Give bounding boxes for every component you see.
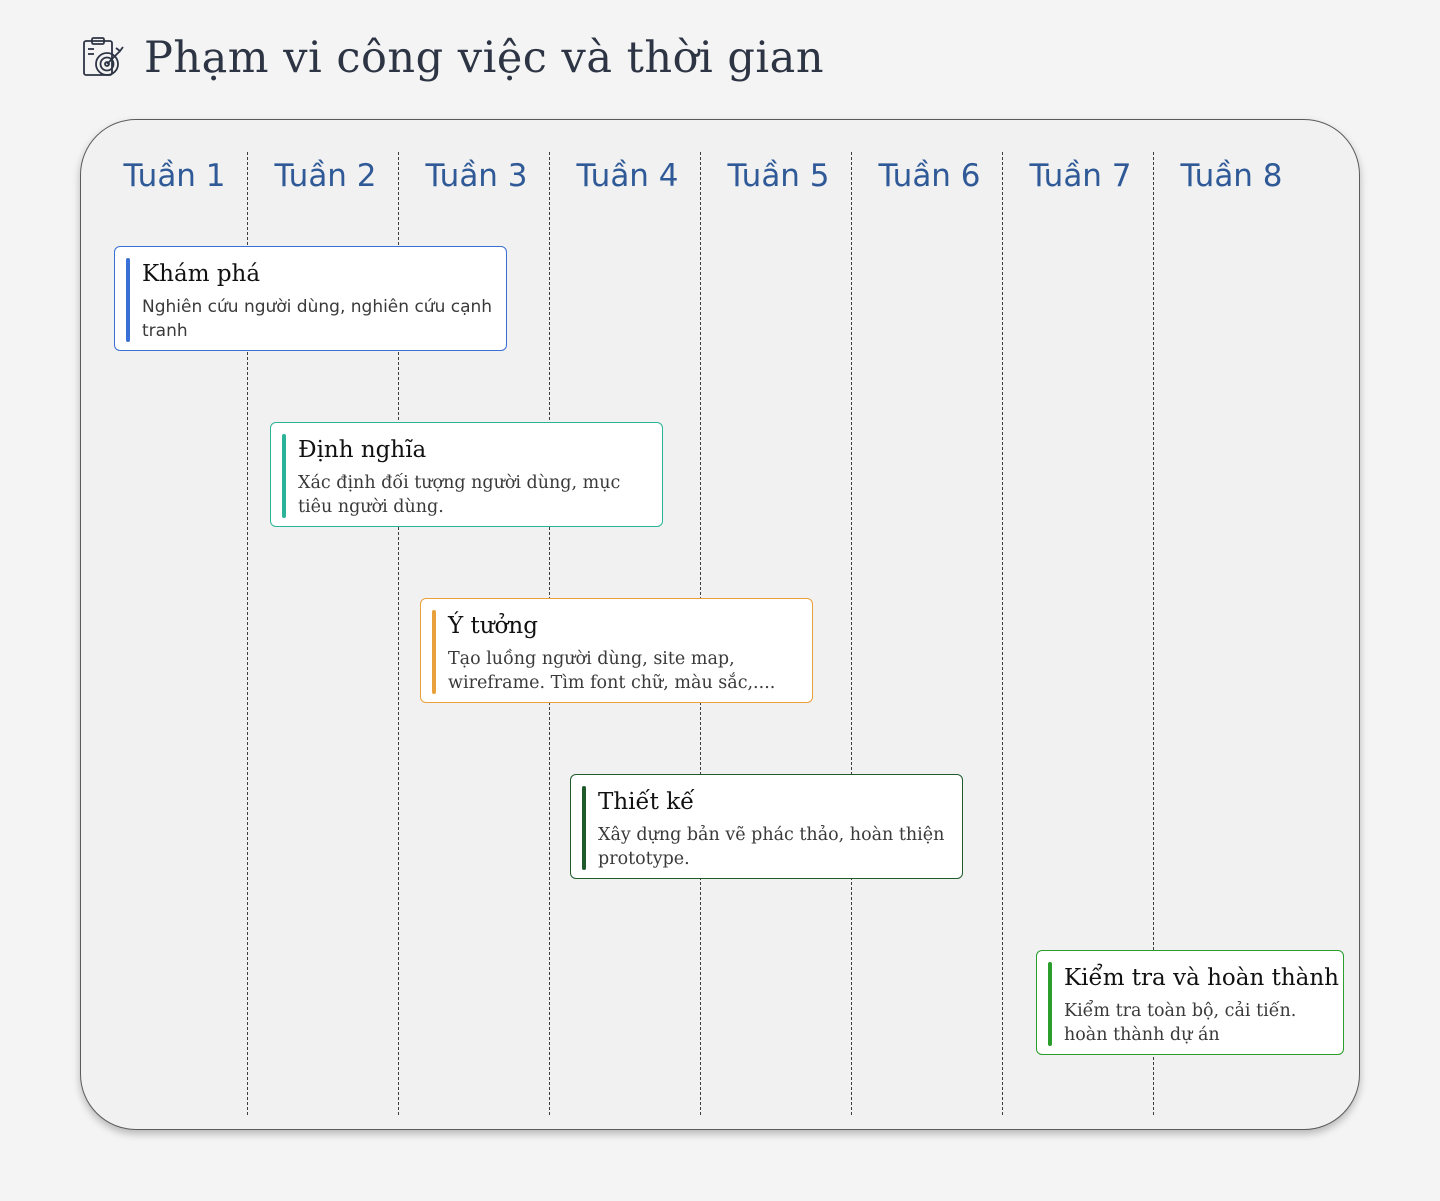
phase-description: Nghiên cứu người dùng, nghiên cứu cạnh t… <box>142 297 493 341</box>
phase-description: Xác định đối tượng người dùng, mục tiêu … <box>298 473 621 517</box>
phase-card-discover: Khám phá Nghiên cứu người dùng, nghiên c… <box>114 246 507 351</box>
week-label-6: Tuần 6 <box>878 158 981 194</box>
phase-card-ideate: Ý tưởng Tạo luồng người dùng, site map, … <box>420 598 813 703</box>
page-title: Phạm vi công việc và thời gian <box>144 33 825 83</box>
week-divider <box>1153 152 1154 1115</box>
clipboard-target-icon <box>83 37 124 76</box>
week-divider <box>247 152 248 1115</box>
week-label-1: Tuần 1 <box>123 158 226 194</box>
week-divider <box>851 152 852 1115</box>
phase-title: Kiểm tra và hoàn thành <box>1064 965 1339 991</box>
week-label-8: Tuần 8 <box>1180 158 1283 194</box>
phase-card-test-complete: Kiểm tra và hoàn thành Kiểm tra toàn bộ,… <box>1036 950 1344 1055</box>
phase-description: Tạo luồng người dùng, site map, wirefram… <box>448 649 776 693</box>
phase-title: Định nghĩa <box>298 437 427 463</box>
week-label-5: Tuần 5 <box>727 158 830 194</box>
week-divider <box>398 152 399 1115</box>
phase-description: Kiểm tra toàn bộ, cải tiến. hoàn thành d… <box>1064 1001 1297 1045</box>
week-label-7: Tuần 7 <box>1029 158 1132 194</box>
phase-description: Xây dựng bản vẽ phác thảo, hoàn thiện pr… <box>598 825 945 869</box>
phase-accent-bar <box>582 786 586 870</box>
week-label-3: Tuần 3 <box>425 158 528 194</box>
page-header: Phạm vi công việc và thời gian <box>80 28 824 88</box>
phase-card-design: Thiết kế Xây dựng bản vẽ phác thảo, hoàn… <box>570 774 963 879</box>
week-divider <box>1002 152 1003 1115</box>
week-label-2: Tuần 2 <box>274 158 377 194</box>
week-label-4: Tuần 4 <box>576 158 679 194</box>
phase-accent-bar <box>282 434 286 518</box>
timeline-board: Tuần 1 Tuần 2 Tuần 3 Tuần 4 Tuần 5 Tuần … <box>80 119 1360 1130</box>
phase-card-define: Định nghĩa Xác định đối tượng người dùng… <box>270 422 663 527</box>
phase-accent-bar <box>1048 962 1052 1046</box>
phase-title: Khám phá <box>142 261 261 287</box>
phase-title: Ý tưởng <box>448 613 538 639</box>
phase-accent-bar <box>126 258 130 342</box>
phase-accent-bar <box>432 610 436 694</box>
phase-title: Thiết kế <box>598 789 695 815</box>
